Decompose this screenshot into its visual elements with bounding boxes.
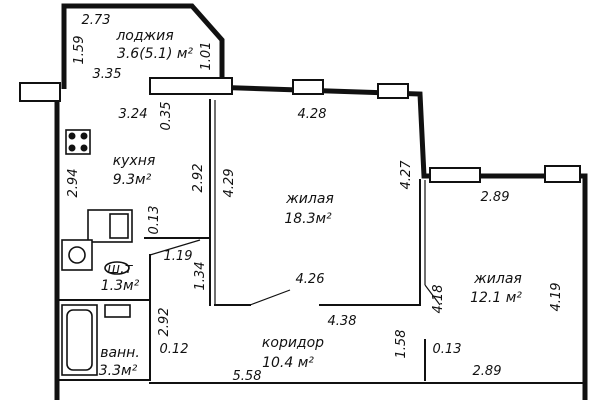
dim-small-bottom: 2.89: [473, 364, 502, 379]
wc-name: ш.т: [107, 261, 133, 277]
dim-small-right: 4.19: [549, 283, 564, 312]
kitchen-name: кухня: [113, 153, 156, 169]
bath-name: ванн.: [100, 345, 140, 361]
dim-loggia-bottom: 3.35: [93, 67, 122, 82]
corridor-name: коридор: [262, 335, 324, 351]
small-room-name: жилая: [473, 271, 522, 287]
dim-small-top: 2.89: [481, 190, 510, 205]
interior-walls: [56, 99, 586, 384]
wc-basin: [61, 239, 93, 271]
small-room-area: 12.1 м²: [470, 290, 522, 306]
loggia-walls: [61, 3, 225, 89]
dim-corridor-bottom: 5.58: [233, 369, 262, 384]
wc-area: 1.3м²: [101, 278, 140, 294]
kitchen-sink-cabinet: [87, 209, 133, 243]
dim-big-right: 4.27: [399, 160, 414, 190]
dim-big-bottom: 4.26: [296, 272, 325, 287]
dim-kitchen-left: 2.94: [66, 169, 81, 198]
dim-big-left: 4.29: [222, 169, 237, 198]
loggia-name: лоджия: [115, 28, 173, 44]
window-small-room-1: [429, 167, 481, 183]
kitchen-area: 9.3м²: [113, 172, 152, 188]
bath-area: 3.3м²: [99, 363, 138, 379]
window-small-room-2: [544, 165, 581, 183]
dim-kitchen-small: 0.13: [147, 206, 162, 235]
dim-corridor-top: 4.38: [328, 314, 357, 329]
kitchen-stove: [65, 129, 91, 155]
dim-bath-side: 2.92: [157, 308, 172, 337]
corridor-area: 10.4 м²: [262, 355, 314, 371]
door-swings: [149, 239, 441, 306]
dim-small-left: 4.18: [431, 285, 446, 314]
windows: [19, 77, 581, 183]
big-room-name: жилая: [285, 191, 334, 207]
bathtub: [61, 304, 131, 376]
dim-bath-small: 0.12: [160, 342, 189, 357]
dim-wc-side: 1.19: [164, 249, 193, 264]
window-big-room: [292, 79, 324, 95]
window-kitchen: [149, 77, 233, 95]
dim-big-top: 4.28: [298, 107, 327, 122]
loggia-area: 3.6(5.1) м²: [117, 46, 193, 62]
dim-kitchen-top: 3.24: [119, 107, 148, 122]
dim-loggia-left: 1.59: [72, 36, 87, 65]
toilet: [104, 261, 130, 275]
window-left: [19, 82, 61, 102]
dim-loggia-top: 2.73: [82, 13, 111, 28]
dim-corridor-right: 1.58: [394, 330, 409, 359]
dim-loggia-right: 1.01: [199, 42, 214, 71]
dim-kitchen-right: 2.92: [191, 164, 206, 193]
dim-kitchen-door: 0.35: [159, 102, 174, 131]
window-corner: [377, 83, 409, 99]
dim-wc-side2: 1.34: [193, 262, 208, 291]
big-room-area: 18.3м²: [284, 211, 332, 227]
dim-small-small: 0.13: [433, 342, 462, 357]
